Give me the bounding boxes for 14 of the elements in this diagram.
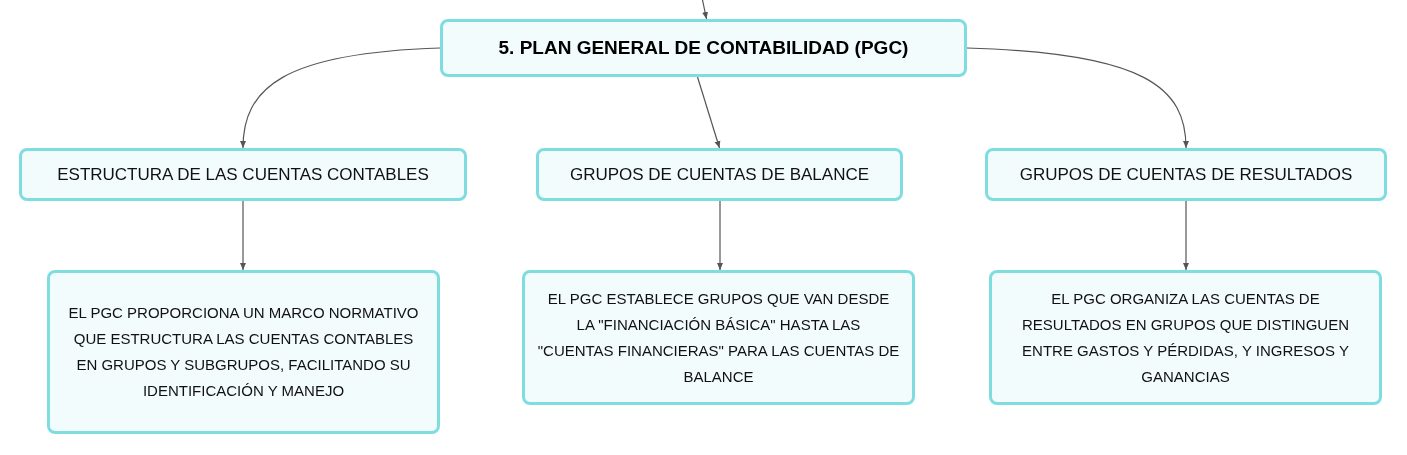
connector-arrow xyxy=(696,76,721,149)
description-box: EL PGC PROPORCIONA UN MARCO NORMATIVO QUE ESTRUCTURA LAS CUENTAS CONTABLES EN GRUPOS Y SUBGRUPOS, FACILITANDO SU IDENTIFICACIÓN Y MANEJO xyxy=(47,270,440,434)
connector-arrow xyxy=(966,47,1189,149)
connector-arrow xyxy=(717,200,723,271)
topic-box: GRUPOS DE CUENTAS DE BALANCE xyxy=(536,148,903,201)
connector-arrow xyxy=(1183,200,1189,271)
connector-arrow xyxy=(701,0,708,20)
central-topic-box: 5. PLAN GENERAL DE CONTABILIDAD (PGC) xyxy=(440,19,967,77)
connector-arrow xyxy=(240,47,441,149)
connector-arrow xyxy=(240,200,246,271)
description-box: EL PGC ORGANIZA LAS CUENTAS DE RESULTADOS EN GRUPOS QUE DISTINGUEN ENTRE GASTOS Y PÉRDIDAS, Y INGRESOS Y GANANCIAS xyxy=(989,270,1382,405)
topic-box: GRUPOS DE CUENTAS DE RESULTADOS xyxy=(985,148,1387,201)
description-box: EL PGC ESTABLECE GRUPOS QUE VAN DESDE LA "FINANCIACIÓN BÁSICA" HASTA LAS "CUENTAS FINANCIERAS" PARA LAS CUENTAS DE BALANCE xyxy=(522,270,915,405)
topic-box: ESTRUCTURA DE LAS CUENTAS CONTABLES xyxy=(19,148,467,201)
